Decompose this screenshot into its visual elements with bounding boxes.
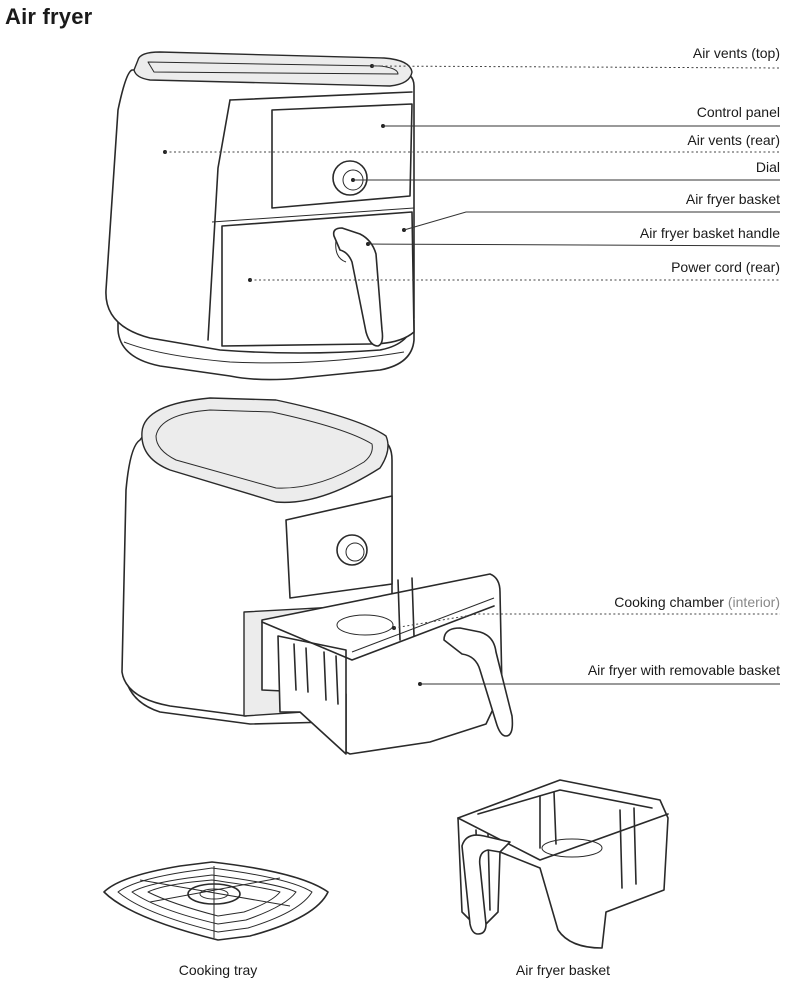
removable-basket-illustration: [121, 397, 514, 755]
cooking-tray-illustration: [103, 861, 329, 941]
callout-power-cord-rear: Power cord (rear): [671, 259, 780, 275]
callout-air-vents-rear: Air vents (rear): [687, 132, 780, 148]
air-fryer-basket-illustration: [457, 779, 669, 949]
callout-control-panel: Control panel: [696, 104, 780, 120]
callout-dial: Dial: [755, 159, 780, 175]
callout-cooking-chamber-text: Cooking chamber: [614, 594, 724, 610]
callout-air-fryer-basket-handle: Air fryer basket handle: [639, 225, 780, 241]
callout-cooking-chamber-note: (interior): [727, 594, 780, 610]
assembled-air-fryer-illustration: [105, 51, 415, 381]
page-title: Air fryer: [5, 4, 93, 29]
callout-air-fryer-with-removable-basket: Air fryer with removable basket: [587, 662, 780, 678]
leader-lines: [163, 64, 781, 686]
caption-cooking-tray: Cooking tray: [178, 962, 258, 978]
callout-air-vents-top: Air vents (top): [692, 45, 780, 61]
caption-air-fryer-basket: Air fryer basket: [515, 962, 611, 978]
callout-air-fryer-basket: Air fryer basket: [685, 191, 780, 207]
callout-cooking-chamber: Cooking chamber (interior): [614, 594, 780, 610]
